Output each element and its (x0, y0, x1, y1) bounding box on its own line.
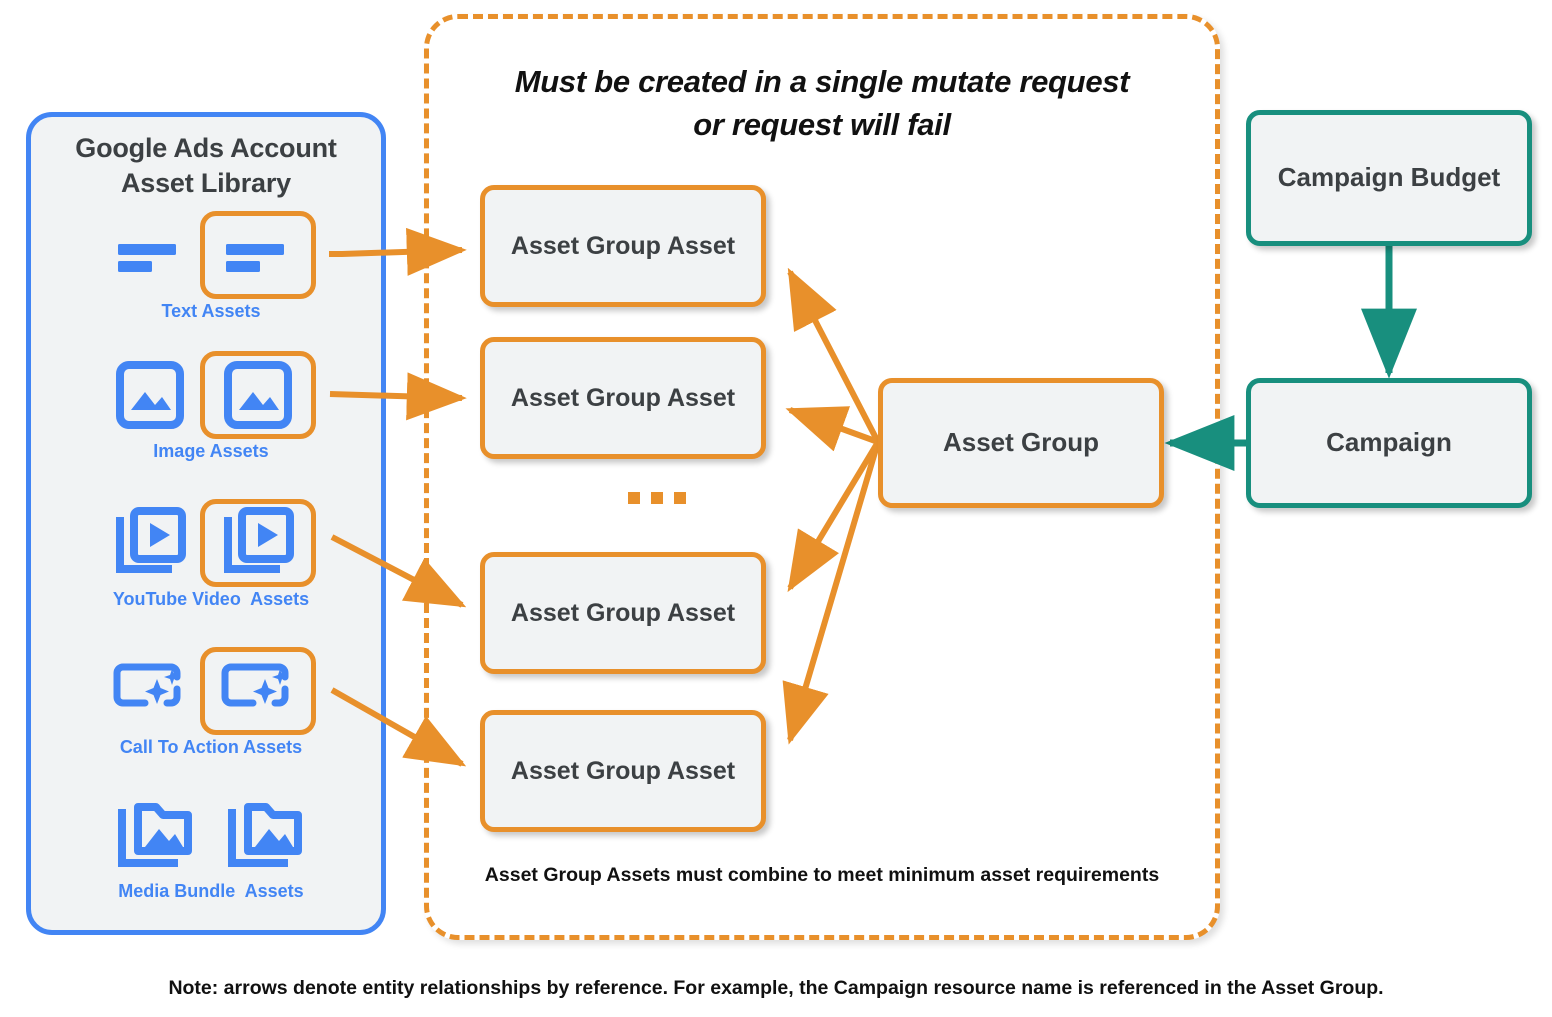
ellipsis-dot-2 (651, 492, 663, 504)
node-campaign-budget[interactable]: Campaign Budget (1246, 110, 1532, 246)
asset-row-text: Text Assets (31, 209, 391, 327)
media-bundle-folder-icon-2 (222, 795, 310, 875)
video-play-stack-icon-selected[interactable] (200, 499, 316, 587)
mutate-heading-line1: Must be created in a single mutate reque… (514, 64, 1130, 99)
asset-label-media-bundle: Media Bundle Assets (118, 881, 304, 901)
asset-icons-cta (31, 645, 391, 737)
asset-label-video: YouTube Video Assets (112, 589, 310, 609)
node-asset-group-asset-2-label: Asset Group Asset (510, 384, 736, 412)
asset-row-cta: Call To Action Assets (31, 645, 391, 763)
node-asset-group-asset-3[interactable]: Asset Group Asset (480, 552, 766, 674)
mutate-region-heading: Must be created in a single mutate reque… (459, 61, 1185, 147)
node-asset-group-asset-1-label: Asset Group Asset (510, 232, 736, 260)
asset-library-title-line2: Asset Library (121, 168, 291, 199)
node-asset-group-asset-3-label: Asset Group Asset (510, 599, 736, 627)
asset-icons-image (31, 349, 391, 441)
asset-row-media-bundle: Media Bundle Assets (31, 789, 391, 907)
call-to-action-sparkle-icon-selected[interactable] (200, 647, 316, 735)
asset-label-image: Image Assets (153, 441, 269, 461)
node-campaign-budget-label: Campaign Budget (1277, 162, 1501, 193)
asset-library-panel: Google Ads Account Asset Library (26, 112, 386, 935)
asset-row-video: YouTube Video Assets (31, 497, 391, 615)
mutate-heading-line2: or request will fail (693, 106, 951, 142)
media-bundle-folder-icon (112, 795, 200, 875)
asset-row-image: Image Assets (31, 349, 391, 467)
asset-label-cta: Call To Action Assets (119, 737, 303, 757)
diagram-footer-note: Note: arrows denote entity relationships… (168, 977, 1384, 999)
node-asset-group-asset-4-label: Asset Group Asset (510, 757, 736, 785)
node-asset-group-asset-2[interactable]: Asset Group Asset (480, 337, 766, 459)
asset-label-text: Text Assets (161, 301, 261, 321)
node-asset-group[interactable]: Asset Group (878, 378, 1164, 508)
ellipsis-dot-1 (628, 492, 640, 504)
node-campaign[interactable]: Campaign (1246, 378, 1532, 508)
asset-library-title-line1: Google Ads Account (75, 133, 337, 163)
node-asset-group-asset-1[interactable]: Asset Group Asset (480, 185, 766, 307)
asset-icons-text (31, 209, 391, 301)
call-to-action-sparkle-icon (106, 651, 194, 731)
asset-library-title: Google Ads Account Asset Library (31, 131, 381, 201)
text-lines-icon-selected[interactable] (200, 211, 316, 299)
node-campaign-label: Campaign (1326, 427, 1452, 458)
image-picture-icon (106, 355, 194, 435)
mutate-region-footnote: Asset Group Assets must combine to meet … (484, 864, 1160, 886)
node-asset-group-asset-4[interactable]: Asset Group Asset (480, 710, 766, 832)
video-play-stack-icon (106, 503, 194, 583)
image-picture-icon-selected[interactable] (200, 351, 316, 439)
ellipsis-dot-3 (674, 492, 686, 504)
asset-icons-media-bundle (31, 789, 391, 881)
text-lines-icon (106, 215, 194, 295)
ellipsis-more-asset-group-assets (628, 492, 686, 504)
node-asset-group-label: Asset Group (942, 427, 1100, 458)
asset-icons-video (31, 497, 391, 589)
